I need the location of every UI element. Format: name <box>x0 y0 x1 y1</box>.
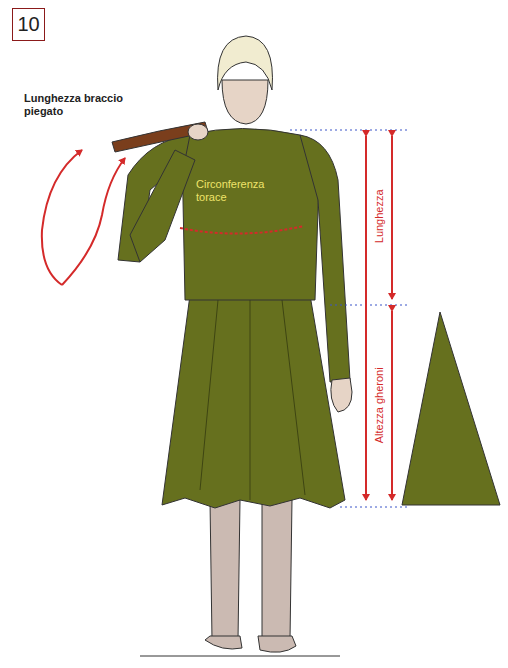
callout-number: 10 <box>17 13 39 36</box>
part-label: Lunghezza braccio piegato <box>24 92 144 117</box>
dimension-label: Altezza gheroni <box>373 365 386 445</box>
part-label: Circonferenza torace <box>196 178 288 203</box>
dimension-label: Lunghezza <box>373 187 386 245</box>
callout-box: 10 <box>12 8 45 41</box>
